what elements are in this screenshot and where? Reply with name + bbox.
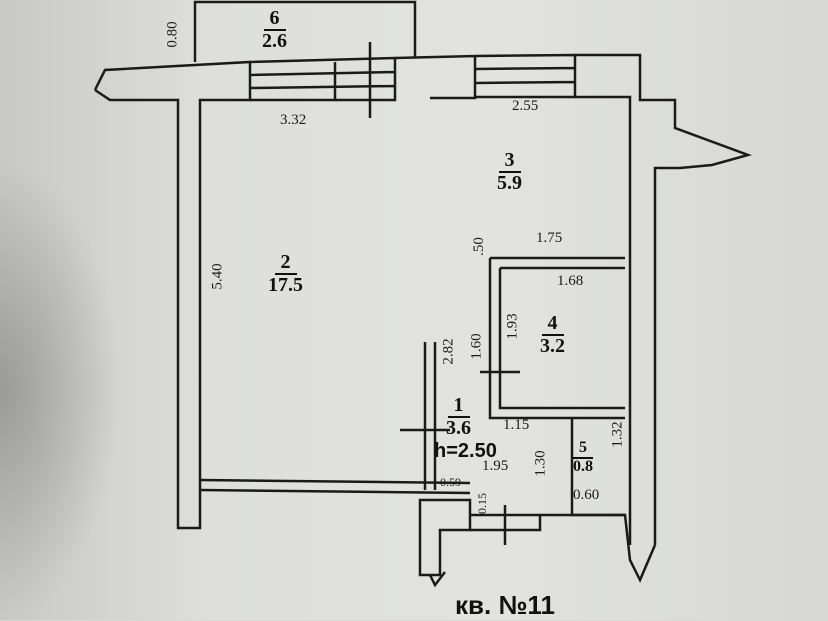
dim-label: .50 [470, 237, 487, 256]
shadow [0, 160, 120, 620]
hall-wall [400, 342, 450, 490]
dim-label: 1.32 [609, 421, 626, 448]
dim-label: 2.55 [512, 98, 539, 114]
ceiling-height: h=2.50 [434, 440, 497, 462]
room-number: 5 [573, 439, 593, 459]
apartment-title: кв. №11 [455, 590, 555, 620]
dim-label: 0.60 [573, 487, 600, 503]
dim-label: 1.75 [536, 230, 563, 246]
room-area: 5.9 [497, 172, 522, 194]
dim-label: 3.32 [280, 112, 307, 128]
bathroom-walls [488, 256, 625, 420]
dim-label: 1.60 [468, 333, 485, 360]
dim-label: 0.80 [164, 21, 181, 48]
dim-label: 1.15 [503, 417, 530, 433]
room-area: 3.2 [540, 335, 565, 357]
entrance-post [418, 498, 472, 577]
room-area: 17.5 [268, 274, 303, 296]
entrance-door [470, 505, 542, 545]
dim-label: 2.82 [440, 338, 457, 365]
dim-label: 1.93 [504, 313, 521, 340]
room-number: 4 [541, 313, 564, 336]
balcony-walls [193, 0, 417, 62]
room-number: 6 [263, 8, 286, 31]
right-wall [575, 53, 753, 545]
break-mark [428, 571, 446, 588]
room-number: 3 [498, 150, 521, 173]
dim-label: 5.40 [209, 263, 226, 290]
dim-label: 1.68 [557, 273, 584, 289]
bottom-inner-wall [199, 478, 471, 495]
dim-label: 1.30 [532, 450, 549, 477]
window-right [394, 53, 577, 100]
dim-label: 1.95 [482, 458, 509, 474]
room-area: 2.6 [262, 30, 287, 52]
room-number: 1 [447, 395, 470, 418]
room-area: 3.6 [446, 417, 471, 439]
dim-label: 0.59 [440, 475, 461, 489]
right-wall-inner [575, 95, 632, 545]
room-number: 2 [274, 252, 297, 275]
room-area: 0.8 [573, 457, 593, 475]
left-wall [93, 60, 252, 530]
dim-label: 0.15 [475, 493, 489, 514]
entrance-right [540, 513, 657, 583]
window-left [249, 56, 397, 102]
